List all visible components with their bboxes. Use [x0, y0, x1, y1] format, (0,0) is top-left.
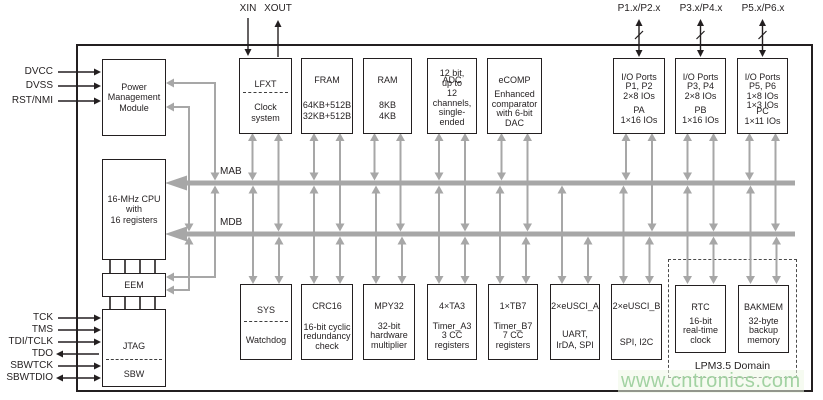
block-io-p1p2-title: I/O Ports P1, P2 2×8 IOs — [621, 71, 657, 101]
block-adc-title: ADC — [442, 74, 462, 85]
watermark: www.cntronics.com — [618, 370, 804, 393]
block-io-p5p6-title: I/O Ports P5, P6 1×8 IOs 1×3 IOs — [744, 71, 781, 110]
block-tb7: 1×TB7 Timer_B7 7 CC registers — [488, 284, 538, 360]
block-sys: SYS Watchdog — [240, 284, 292, 360]
block-rtc-title: RTC — [691, 301, 710, 312]
block-ram: RAM 8KB 4KB — [363, 58, 412, 134]
block-cpu-label: 16-MHz CPU with 16 registers — [107, 193, 161, 225]
block-ram-title: RAM — [377, 74, 398, 85]
block-crc16-title: CRC16 — [312, 300, 342, 311]
block-cpu: 16-MHz CPU with 16 registers — [102, 159, 166, 260]
lfxt-clock-divider — [243, 92, 288, 93]
block-mpy32: MPY32 32-bit hardware multiplier — [363, 284, 415, 360]
block-eem: EEM — [102, 273, 166, 297]
block-lfxt: LFXT Clock system — [239, 58, 292, 134]
block-crc16-body: 16-bit cyclic redundancy check — [303, 321, 351, 352]
block-eusci-b-title: 2×eUSCI_B — [612, 300, 661, 311]
block-mpy32-body: 32-bit hardware multiplier — [370, 320, 408, 351]
pin-label-rst-nmi: RST/NMI — [11, 95, 53, 106]
block-adc: ADC 12 bit, up to 12 channels, single-en… — [427, 58, 477, 134]
block-rtc: RTC 16-bit real-time clock — [675, 285, 726, 353]
block-pmm-label: Power Management Module — [107, 81, 161, 113]
pin-label-p5x-p6x: P5.x/P6.x — [741, 3, 785, 14]
block-sys-title: SYS — [256, 304, 275, 315]
block-fram-body: 64KB+512B 32KB+512B — [302, 100, 352, 121]
block-io-p5p6-body: PC 1×11 IOs — [744, 106, 781, 126]
block-bakmem-body: 32-byte backup memory — [747, 315, 780, 346]
block-ta3-title: 4×TA3 — [438, 300, 466, 311]
pin-label-xin: XIN — [239, 3, 257, 14]
block-fram-title: FRAM — [314, 74, 340, 85]
block-watchdog-label: Watchdog — [245, 334, 287, 345]
pin-label-sbwtck: SBWTCK — [10, 360, 53, 371]
block-eusci-a-title: 2×eUSCI_A — [551, 300, 599, 311]
block-mpy32-title: MPY32 — [374, 300, 404, 311]
pin-label-p3x-p4x: P3.x/P4.x — [679, 3, 723, 14]
block-eusci-b: 2×eUSCI_B SPI, I2C — [611, 284, 662, 360]
block-bakmem: BAKMEM 32-byte backup memory — [738, 285, 789, 353]
block-pmm: Power Management Module — [102, 59, 166, 136]
block-io-p3p4: I/O Ports P3, P4 2×8 IOs PB 1×16 IOs — [675, 58, 726, 134]
block-eusci-a: 2×eUSCI_A UART, IrDA, SPI — [550, 284, 600, 360]
sys-watchdog-divider — [244, 321, 288, 322]
bus-label-mdb: MDB — [220, 217, 243, 228]
pin-label-xout: XOUT — [264, 3, 292, 14]
block-io-p3p4-title: I/O Ports P3, P4 2×8 IOs — [682, 71, 719, 101]
block-rtc-body: 16-bit real-time clock — [682, 315, 718, 346]
block-eusci-b-body: SPI, I2C — [619, 336, 654, 347]
pin-label-tdo: TDO — [31, 348, 53, 359]
lpm-domain-label: LPM3.5 Domain — [694, 360, 771, 372]
block-io-p1p2: I/O Ports P1, P2 2×8 IOs PA 1×16 IOs — [613, 58, 665, 134]
block-sbw-label: SBW — [123, 368, 145, 379]
block-ecomp-title: eCOMP — [498, 74, 531, 85]
pin-label-dvss: DVSS — [25, 80, 53, 91]
block-clock-label: Clock system — [251, 102, 280, 123]
block-ram-body: 8KB 4KB — [378, 100, 396, 121]
block-adc-body: 12 bit, up to 12 channels, single-ended — [432, 68, 472, 128]
pin-label-p1x-p2x: P1.x/P2.x — [617, 3, 661, 14]
pin-label-tms: TMS — [31, 324, 53, 335]
block-jtag-label: JTAG — [122, 340, 146, 351]
block-lfxt-title: LFXT — [254, 78, 277, 89]
jtag-sbw-divider — [106, 359, 162, 360]
block-bakmem-title: BAKMEM — [743, 301, 783, 312]
block-io-p1p2-body: PA 1×16 IOs — [620, 105, 658, 125]
block-ta3: 4×TA3 Timer_A3 3 CC registers — [427, 284, 477, 360]
block-io-p3p4-body: PB 1×16 IOs — [682, 105, 719, 125]
pin-label-tck: TCK — [33, 312, 53, 323]
bus-label-mab: MAB — [220, 166, 242, 177]
block-crc16: CRC16 16-bit cyclic redundancy check — [301, 284, 353, 360]
pin-label-tdi-tclk: TDI/TCLK — [8, 336, 53, 347]
pin-label-sbwtdio: SBWTDIO — [6, 372, 53, 383]
block-ecomp-body: Enhanced comparator with 6-bit DAC — [491, 88, 538, 129]
block-ecomp: eCOMP Enhanced comparator with 6-bit DAC — [487, 58, 542, 134]
block-tb7-title: 1×TB7 — [499, 300, 527, 311]
block-ta3-body: Timer_A3 3 CC registers — [432, 320, 472, 351]
pin-label-dvcc: DVCC — [24, 66, 53, 77]
block-eem-label: EEM — [124, 279, 144, 290]
block-tb7-body: Timer_B7 7 CC registers — [493, 320, 533, 351]
block-jtag: JTAG SBW — [102, 309, 166, 387]
block-fram: FRAM 64KB+512B 32KB+512B — [301, 58, 353, 134]
block-eusci-a-body: UART, IrDA, SPI — [556, 329, 594, 350]
block-io-p5p6: I/O Ports P5, P6 1×8 IOs 1×3 IOs PC 1×11… — [737, 58, 788, 134]
